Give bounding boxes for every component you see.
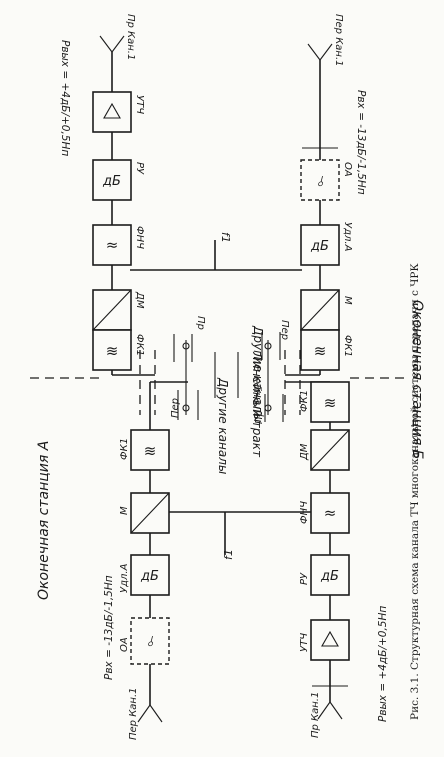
b-rx-1-label: РУ <box>134 162 145 175</box>
a-ru-box <box>310 554 350 596</box>
b-tx-2-label: М <box>342 296 353 305</box>
station-b-in-level: Pвх = -13дБ/-1,5Нп <box>355 90 367 195</box>
a-other-channels: Другие каналы <box>216 377 230 474</box>
a-freq-label: f1 <box>222 549 235 560</box>
db-glyph: дБ <box>310 239 329 254</box>
b-ru-box <box>92 159 132 201</box>
a-fk1-rx-box <box>310 381 350 423</box>
b-tx-3-label: ФК1 <box>342 335 353 357</box>
line-b-rx: Пр <box>195 316 206 330</box>
a-rx-4-label: ФК1 <box>299 390 310 412</box>
line-b-tx: Пер <box>279 320 290 340</box>
a-rx-3-label: ДМ <box>299 443 310 461</box>
line-title: Линейный тракт <box>250 351 264 458</box>
a-fk1-tx-box <box>130 429 170 471</box>
station-b-out-label: Пр Кан.1 <box>125 14 136 60</box>
station-b-in-label: Пер Кан.1 <box>333 14 344 67</box>
b-oa-box <box>300 159 340 201</box>
b-udl-box <box>300 224 340 266</box>
b-tx-1-label: Удл.А <box>342 222 353 252</box>
a-udl-box <box>130 554 170 596</box>
station-a-out-label: Пр Кан.1 <box>310 692 321 738</box>
b-rx-2-label: ФНЧ <box>134 226 145 249</box>
a-rx-0-label: УТЧ <box>299 633 310 652</box>
filter-icon: ≋ <box>314 342 327 360</box>
b-fk1-tx-box <box>300 329 340 371</box>
a-fnch-box <box>310 492 350 534</box>
filter-icon: ≋ <box>144 442 157 460</box>
a-oa-box <box>130 617 170 665</box>
filter-icon: ≈ <box>106 236 119 254</box>
station-a: дБ дБ ≋ ≈ ≋ ⫰ Оконечная станция А Pвх = … <box>36 377 389 740</box>
a-rx-1-label: РУ <box>299 572 310 585</box>
line-a-rx: Пр <box>254 410 265 424</box>
station-a-in-label: Пер Кан.1 <box>128 687 139 740</box>
filter-icon: ≋ <box>106 342 119 360</box>
b-tx-0-label: ОА <box>342 162 353 177</box>
station-a-in-level: Pвх = -13дБ/-1,5Нп <box>103 575 115 680</box>
b-other-channels: Другие каналы <box>251 325 265 422</box>
db-glyph: дБ <box>320 569 339 584</box>
a-tx-1-label: Удл.А <box>119 563 130 593</box>
a-rx-2-label: ФНЧ <box>299 501 310 524</box>
filter-icon: ≈ <box>324 504 337 522</box>
a-tx-0-label: ОА <box>119 637 130 652</box>
amplifier-icon <box>103 102 121 119</box>
db-glyph: дБ <box>140 569 159 584</box>
b-fnch-box <box>92 224 132 266</box>
b-freq-label: f1 <box>219 232 232 243</box>
a-utch-box <box>310 619 350 661</box>
b-rx-3-label: ДМ <box>134 291 145 309</box>
station-b-out-level: Pвых = +4дБ/+0,5Нп <box>59 40 71 156</box>
b-utch-box <box>92 91 132 133</box>
station-a-out-level: Pвых = +4дБ/+0,5Нп <box>377 606 389 722</box>
line-section: Линейный тракт Пер Пр Пр Пер <box>30 316 410 458</box>
amplifier-icon <box>321 630 339 647</box>
b-fk1-rx-box <box>92 329 132 371</box>
station-b-title: Оконечная станция Б <box>409 300 425 459</box>
db-glyph: дБ <box>102 174 121 189</box>
b-rx-4-label: ФК1 <box>134 334 145 356</box>
line-a-tx: Пер <box>170 398 181 418</box>
figure-caption: Рис. 3.1. Структурная схема канала ТЧ мн… <box>409 263 421 720</box>
station-b: дБ дБ ≈ ≋ ≋ ⫰ Оконечная станция Б Pвх = … <box>59 14 425 459</box>
attenuator-icon: ⫰ <box>147 634 154 650</box>
attenuator-icon: ⫰ <box>317 174 324 190</box>
filter-icon: ≋ <box>324 394 337 412</box>
station-a-title: Оконечная станция А <box>36 441 52 600</box>
b-rx-0-label: УТЧ <box>134 95 145 114</box>
a-tx-3-label: ФК1 <box>119 438 130 460</box>
a-tx-2-label: М <box>119 506 130 515</box>
